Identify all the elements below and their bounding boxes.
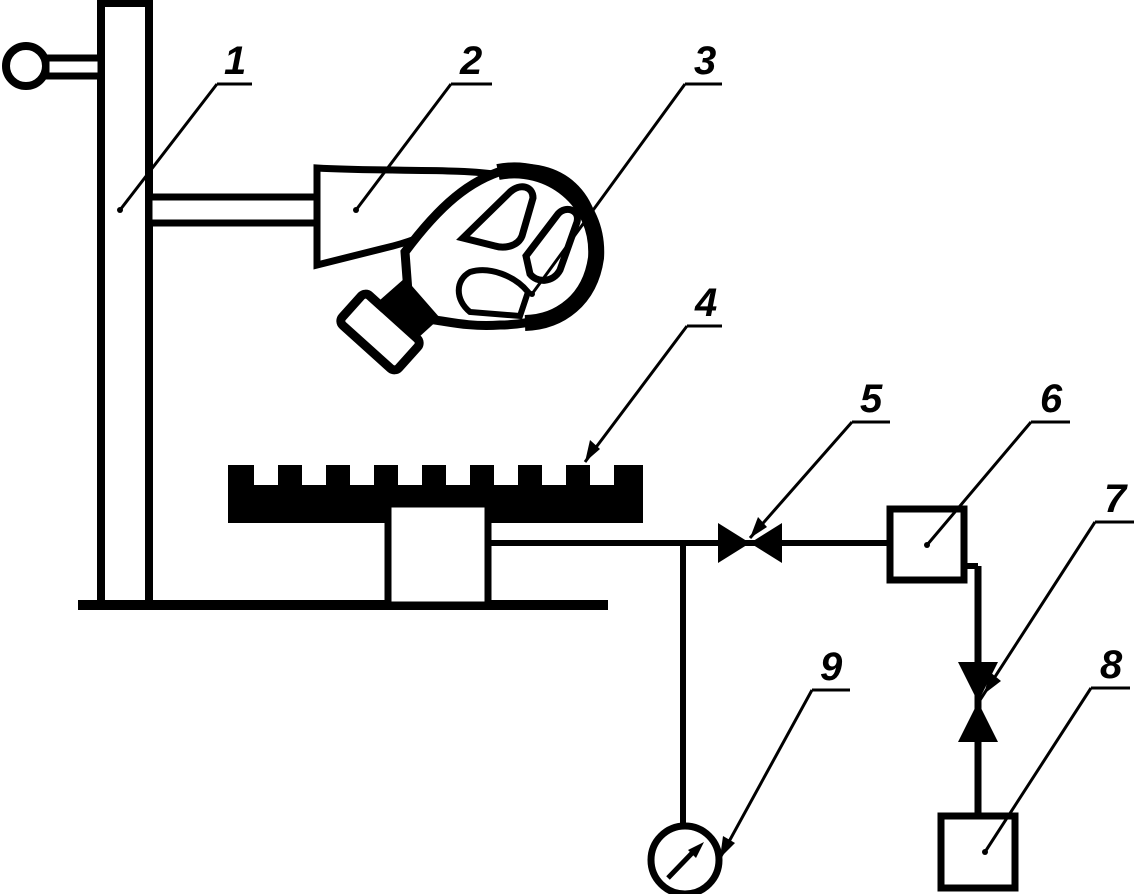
- gauge-needle: [666, 848, 697, 880]
- gauge-needle-head: [688, 842, 704, 858]
- leader-5: [748, 421, 854, 539]
- callout-label-9: 9: [820, 645, 843, 689]
- leader-9: [718, 689, 814, 859]
- arrowhead-4: [585, 440, 600, 462]
- mask-filter-canister: [336, 289, 424, 375]
- piping: [488, 523, 890, 826]
- mask-connector: [380, 278, 440, 338]
- callout-label-1: 1: [224, 39, 246, 83]
- valve-7-bottom: [958, 702, 998, 742]
- callout-label-2: 2: [459, 39, 482, 83]
- leader-1: [118, 83, 219, 211]
- leader-4: [583, 325, 689, 463]
- arrowhead-7: [984, 672, 1001, 694]
- holder-arm: [145, 193, 321, 227]
- leader-6: [925, 421, 1033, 546]
- mask-rim: [496, 162, 605, 331]
- arrowhead-9: [720, 836, 735, 858]
- callout-label-5: 5: [860, 377, 883, 421]
- stand-pole: [97, 0, 153, 609]
- callout-label-3: 3: [694, 39, 716, 83]
- callout-label-8: 8: [1100, 643, 1123, 687]
- unit-8-box: [937, 812, 1019, 892]
- table-pedestal: [384, 500, 492, 609]
- leader-lines: [118, 82, 1134, 859]
- mask-eyepiece-left: [456, 183, 537, 251]
- clamp-knob: [2, 42, 50, 90]
- leader-2: [354, 83, 453, 211]
- leader-3: [530, 83, 687, 295]
- stand: [2, 0, 608, 610]
- valve-5-right: [750, 523, 782, 563]
- valve-7-top: [958, 662, 998, 702]
- leader-arrowheads: [585, 440, 1001, 858]
- test-table: [228, 465, 718, 609]
- mask-valve-box: [455, 267, 532, 320]
- leader-7: [978, 521, 1097, 701]
- table-top-grate: [228, 465, 643, 523]
- clamp-screw: [42, 54, 105, 80]
- arrowhead-5: [750, 517, 767, 538]
- callout-label-7: 7: [1104, 477, 1128, 521]
- leader-8: [983, 687, 1093, 853]
- callout-label-6: 6: [1040, 377, 1063, 421]
- callout-label-4: 4: [694, 281, 717, 325]
- valve-5-left: [718, 523, 750, 563]
